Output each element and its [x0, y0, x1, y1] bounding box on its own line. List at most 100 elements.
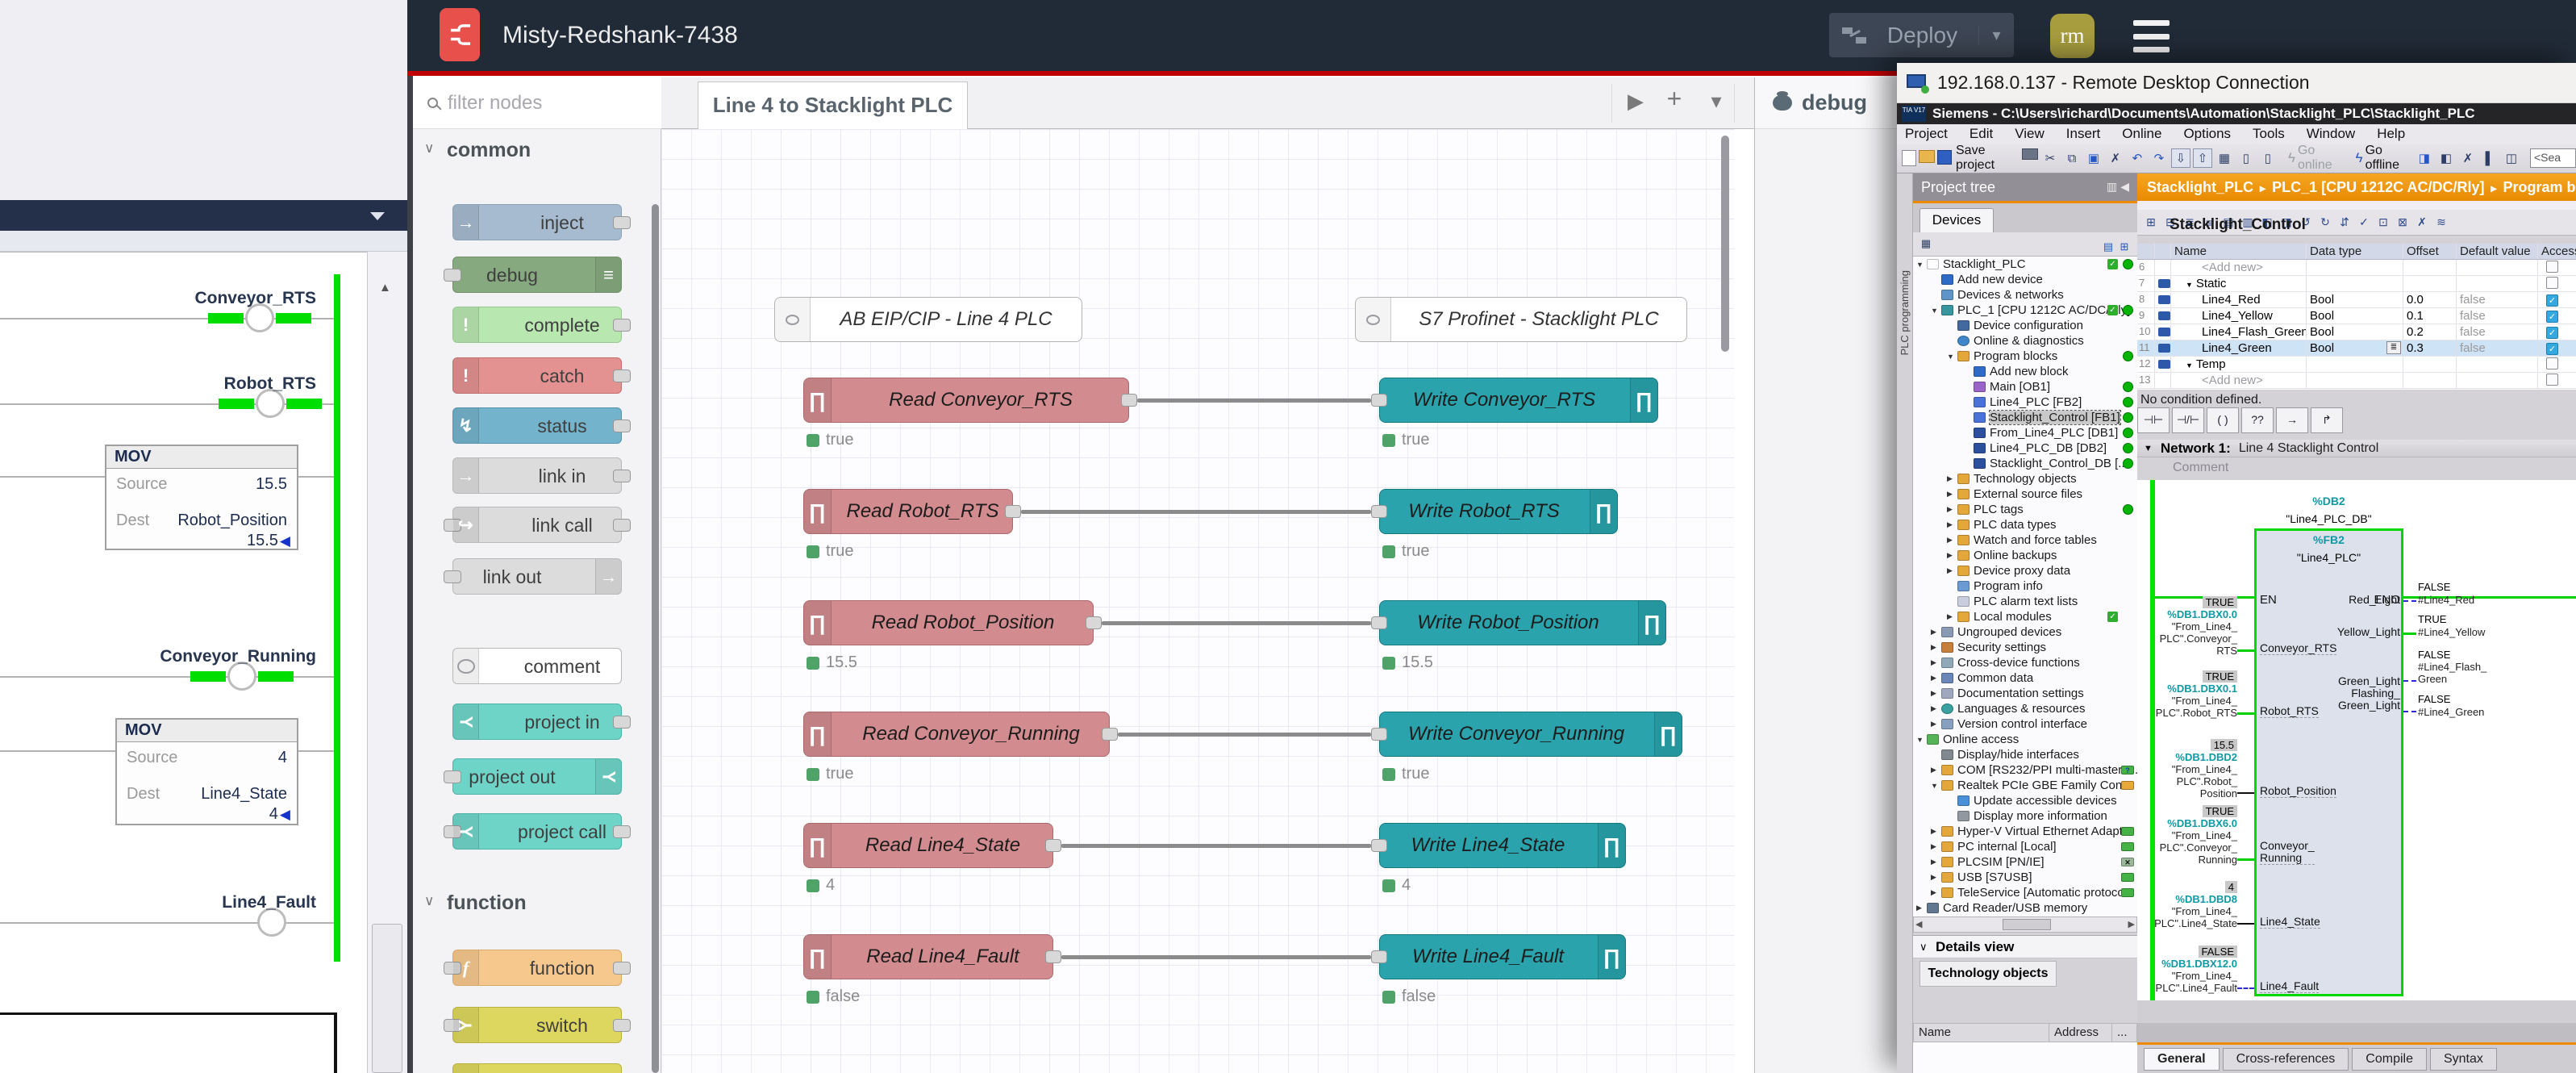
menu-item[interactable]: Tools — [2253, 126, 2285, 142]
toolbar-icon[interactable]: ▦ — [2215, 148, 2234, 168]
expand-arrow-icon[interactable]: ▶ — [1947, 474, 1957, 483]
fb-input-pin[interactable]: Line4_State — [2260, 916, 2320, 929]
tree-item[interactable]: ▶ Watch and force tables — [1913, 532, 2137, 548]
toolbar-icon[interactable] — [2022, 148, 2038, 160]
lad-instruction-button[interactable]: ⊣/⊢ — [2172, 407, 2204, 433]
output-port[interactable] — [613, 420, 631, 432]
variable-row[interactable]: 10 Line4_Flash_Green Bool 0.2 false — [2137, 324, 2576, 340]
deploy-options-chevron[interactable]: ▾ — [1978, 25, 2014, 45]
editor-toolbar-icon[interactable]: ⇵ — [2336, 214, 2353, 232]
tree-item[interactable]: ▶ Device proxy data — [1913, 563, 2137, 578]
plc-write-node[interactable]: Write Robot_Position ∏ — [1379, 600, 1666, 645]
inspector-tab[interactable]: General — [2144, 1048, 2220, 1071]
input-operand[interactable]: 4 %DB1.DBD8 "From_Line4_ PLC".Line4_Stat… — [2137, 881, 2237, 929]
operand-name[interactable]: "From_Line4_ PLC".Line4_State — [2154, 905, 2237, 929]
palette-node[interactable]: function — [452, 950, 622, 986]
accessible-checkbox[interactable] — [2546, 277, 2558, 289]
tree-view-icon[interactable]: ▤ — [2100, 239, 2116, 255]
output-operand[interactable]: #Line4_Flash_ Green — [2418, 661, 2486, 685]
accessible-checkbox[interactable] — [2546, 311, 2558, 323]
tree-item[interactable]: ▶ Languages & resources — [1913, 701, 2137, 716]
collapse-panel-icon[interactable]: ▥◀ — [2107, 180, 2132, 194]
toolbar-icon[interactable]: ▌ — [2480, 148, 2499, 168]
lad-instruction-button[interactable]: ↱ — [2311, 407, 2343, 433]
toolbar-icon[interactable] — [1937, 150, 1952, 165]
toolbar-icon[interactable]: ◨ — [2415, 148, 2434, 168]
expand-arrow-icon[interactable]: ▶ — [1947, 536, 1957, 545]
tree-item[interactable]: Line4_PLC [FB2] — [1913, 395, 2137, 410]
expand-arrow-icon[interactable]: ▶ — [1931, 858, 1941, 866]
fb-input-pin[interactable]: Robot_Position — [2260, 785, 2336, 798]
variable-row[interactable]: 7 ▼Static — [2137, 276, 2576, 292]
editor-toolbar-icon[interactable]: ⊡ — [2374, 214, 2392, 232]
plc-write-node[interactable]: Write Line4_Fault ∏ — [1379, 934, 1626, 979]
network-title[interactable]: Line 4 Stacklight Control — [2239, 441, 2378, 456]
search-in-project-input[interactable]: <Sea — [2530, 148, 2576, 168]
tree-item[interactable]: ▶ Local modules ✓ — [1913, 609, 2137, 624]
palette-node[interactable]: comment — [452, 648, 622, 684]
tree-item[interactable]: ▶ Documentation settings — [1913, 686, 2137, 701]
operand-name[interactable]: "From_Line4_ PLC".Conveyor_ RTS — [2160, 620, 2237, 657]
expand-arrow-icon[interactable]: ▶ — [1931, 658, 1941, 667]
variable-name[interactable]: <Add new> — [2202, 374, 2263, 387]
toolbar-icon[interactable] — [1902, 150, 1916, 166]
output-port[interactable] — [613, 1019, 631, 1032]
palette-search[interactable] — [413, 77, 661, 129]
expand-arrow-icon[interactable]: ▼ — [1931, 307, 1941, 315]
tree-item[interactable]: ▶ USB [S7USB] — [1913, 870, 2137, 885]
tree-item[interactable]: ▶ PC internal [Local] — [1913, 839, 2137, 854]
expand-arrow-icon[interactable]: ▶ — [1947, 520, 1957, 529]
palette-node[interactable]: complete — [452, 307, 622, 343]
column-header[interactable]: Data type — [2307, 244, 2403, 259]
variable-name[interactable]: Static — [2196, 277, 2227, 290]
scrollbar-thumb[interactable] — [372, 924, 402, 1073]
menu-item[interactable]: Insert — [2066, 126, 2101, 142]
plc-read-node[interactable]: ∏ Read Line4_State — [803, 823, 1053, 868]
palette-node[interactable]: status — [452, 407, 622, 444]
output-port[interactable] — [613, 369, 631, 382]
tree-item[interactable]: ▼ Program blocks — [1913, 349, 2137, 364]
editor-toolbar-icon[interactable]: ⊞ — [2142, 214, 2160, 232]
deploy-button[interactable]: Deploy ▾ — [1829, 13, 2014, 57]
comment-node[interactable]: S7 Profinet - Stacklight PLC — [1355, 297, 1687, 342]
ladder-scrollbar[interactable]: ▲ — [367, 252, 407, 1073]
chevron-down-icon[interactable] — [370, 212, 385, 220]
variable-name[interactable]: Line4_Flash_Green — [2202, 325, 2307, 339]
menu-item[interactable]: Project — [1905, 126, 1948, 142]
fb-output-pin[interactable]: Red_Light — [2303, 594, 2400, 606]
expand-arrow-icon[interactable]: ▼ — [1947, 353, 1957, 361]
variable-row[interactable]: 9 Line4_Yellow Bool 0.1 false — [2137, 308, 2576, 324]
menu-item[interactable]: Edit — [1970, 126, 1993, 142]
details-view-header[interactable]: Details view — [1913, 935, 2137, 958]
input-operand[interactable]: TRUE %DB1.DBX0.0 "From_Line4_ PLC".Conve… — [2137, 596, 2237, 657]
column-header[interactable]: Accessible — [2538, 244, 2576, 259]
toolbar-icon[interactable]: ⇧ — [2193, 148, 2212, 168]
palette-node[interactable]: link in — [452, 457, 622, 494]
network-header[interactable]: ▼ Network 1: Line 4 Stacklight Control — [2137, 440, 2576, 457]
accessible-checkbox[interactable] — [2546, 357, 2558, 369]
lad-network-canvas[interactable]: %DB2 "Line4_PLC_DB" %FB2 "Line4_PLC" EN … — [2137, 480, 2576, 1000]
output-port[interactable] — [613, 319, 631, 332]
accessible-checkbox[interactable] — [2546, 343, 2558, 355]
output-port[interactable] — [613, 216, 631, 229]
expand-arrow-icon[interactable]: ▶ — [1931, 689, 1941, 698]
plc-write-node[interactable]: Write Conveyor_RTS ∏ — [1379, 378, 1658, 423]
menu-item[interactable]: Options — [2183, 126, 2231, 142]
plc-write-node[interactable]: Write Line4_State ∏ — [1379, 823, 1626, 868]
variable-datatype[interactable]: Bool — [2310, 309, 2334, 324]
expand-arrow-icon[interactable]: ▶ — [1931, 674, 1941, 683]
tree-item[interactable]: Program info — [1913, 578, 2137, 594]
tree-item[interactable]: ▶ TeleService [Automatic protoco... — [1913, 885, 2137, 900]
toolbar-icon[interactable]: ◧ — [2436, 148, 2456, 168]
mov-source-value[interactable]: 4 — [278, 749, 287, 767]
output-port[interactable] — [1121, 394, 1137, 407]
devices-tab[interactable]: Devices — [1919, 208, 1994, 232]
expand-arrow-icon[interactable]: ▶ — [1931, 888, 1941, 897]
menu-item[interactable]: Window — [2307, 126, 2355, 142]
output-operand[interactable]: #Line4_Green — [2418, 706, 2484, 718]
tree-horizontal-scrollbar[interactable]: ◀ ▶ — [1913, 916, 2137, 933]
palette-scrollbar[interactable] — [652, 204, 659, 1073]
toolbar-icon[interactable]: ▯ — [2258, 148, 2278, 168]
variable-row[interactable]: 6 <Add new> — [2137, 260, 2576, 276]
column-header[interactable]: Offset — [2403, 244, 2457, 259]
